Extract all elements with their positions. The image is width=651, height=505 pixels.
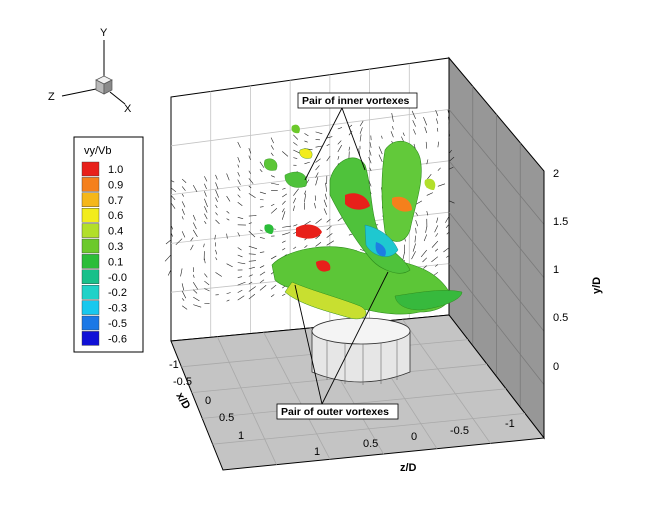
x-tick-neg1: -1 (169, 359, 179, 371)
triad-x-label: X (124, 103, 132, 115)
triad-z-line (62, 89, 96, 96)
triad-z-label: Z (48, 91, 55, 103)
outer-label: Pair of outer vortexes (281, 406, 389, 418)
x-tick-0: 0 (205, 395, 211, 407)
legend-label: -0.5 (108, 318, 127, 330)
legend-swatch (82, 301, 99, 315)
legend-swatch (82, 162, 99, 176)
legend-label: 0.6 (108, 210, 123, 222)
legend-title: vy/Vb (84, 145, 112, 157)
legend-swatch (82, 285, 99, 299)
z-tick-0.5: 0.5 (363, 438, 378, 450)
y-tick-1: 1 (553, 264, 559, 276)
legend-swatch (82, 177, 99, 191)
z-tick-neg0.5: -0.5 (450, 425, 469, 437)
x-tick-1: 1 (238, 430, 244, 442)
triad-x-line (110, 92, 125, 104)
triad-y-label: Y (100, 27, 108, 39)
inner-label: Pair of inner vortexes (302, 95, 410, 107)
legend-label: 0.7 (108, 195, 123, 207)
y-axis: 2 1.5 1 0.5 0 y/D (553, 168, 603, 373)
z-axis-label: z/D (400, 462, 417, 474)
y-tick-0.5: 0.5 (553, 312, 568, 324)
legend-swatch (82, 193, 99, 207)
legend-swatch (82, 239, 99, 253)
legend: vy/Vb 1.0 0.9 0.7 0.6 0.4 0.3 0.1 -0.0 -0.2 -0.3 -… (74, 137, 143, 352)
z-tick-1: 1 (314, 446, 320, 458)
y-tick-0: 0 (553, 361, 559, 373)
legend-label: -0.2 (108, 287, 127, 299)
legend-label: -0.3 (108, 303, 127, 315)
legend-label: 0.4 (108, 226, 123, 238)
legend-label: 0.1 (108, 256, 123, 268)
legend-swatch (82, 254, 99, 268)
x-axis-label: x/D (173, 391, 192, 412)
z-tick-neg1: -1 (505, 418, 515, 430)
z-tick-0: 0 (411, 431, 417, 443)
legend-swatch (82, 224, 99, 238)
legend-swatch (82, 331, 99, 345)
y-tick-2: 2 (553, 168, 559, 180)
legend-label: -0.6 (108, 333, 127, 345)
legend-swatch (82, 316, 99, 330)
legend-label: 0.3 (108, 241, 123, 253)
x-tick-0.5: 0.5 (219, 412, 234, 424)
axis-triad: Y Z X (48, 27, 132, 115)
y-axis-label: y/D (591, 277, 603, 294)
x-tick-neg0.5: -0.5 (173, 376, 192, 388)
legend-label: 0.9 (108, 179, 123, 191)
legend-label: -0.0 (108, 272, 127, 284)
y-tick-1.5: 1.5 (553, 216, 568, 228)
legend-swatch (82, 270, 99, 284)
cylinder (312, 318, 410, 385)
legend-label: 1.0 (108, 164, 123, 176)
legend-swatch (82, 208, 99, 222)
